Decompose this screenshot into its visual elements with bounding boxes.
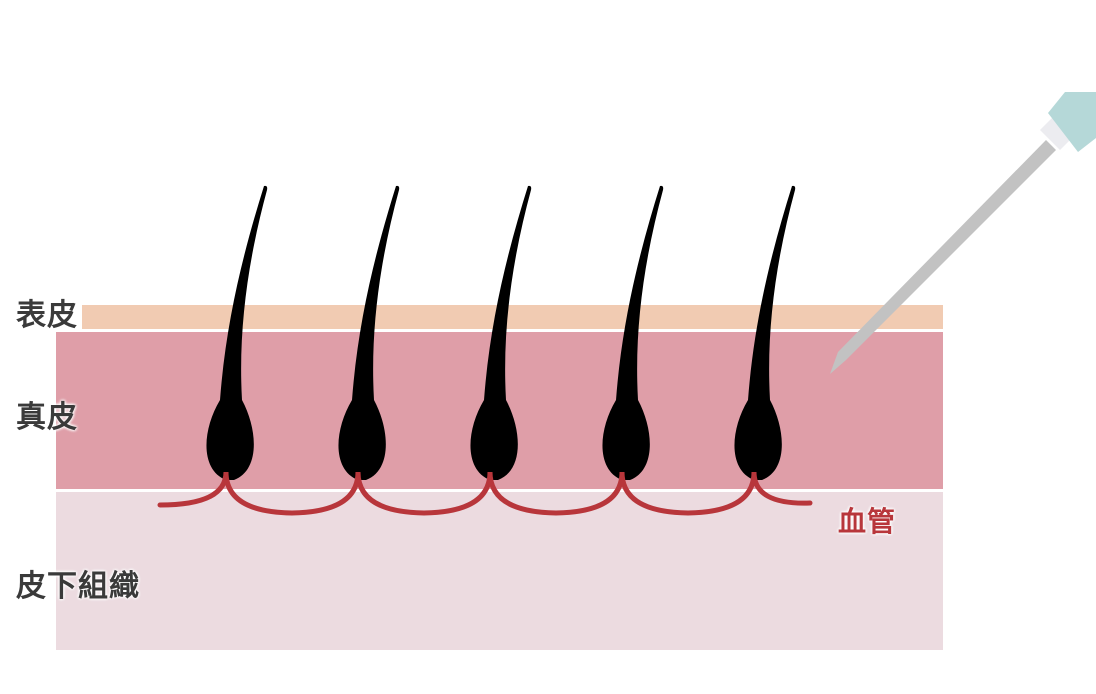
hair [338,185,400,481]
epidermis-layer [82,305,943,329]
label-blood-vessel: 血管 [838,505,897,538]
label-dermis: 真皮 [16,400,78,435]
hair [470,185,532,481]
subcutis-layer [56,492,943,650]
hair [734,185,796,481]
needle-collar [1040,118,1072,150]
hair [206,185,268,481]
hair [602,185,664,481]
needle [830,92,1096,374]
label-subcutis: 皮下組織 [16,569,140,604]
blood-vessel [157,471,813,516]
needle-hub [1048,92,1096,152]
needle-shaft [830,140,1056,374]
label-epidermis: 表皮 [16,298,78,333]
